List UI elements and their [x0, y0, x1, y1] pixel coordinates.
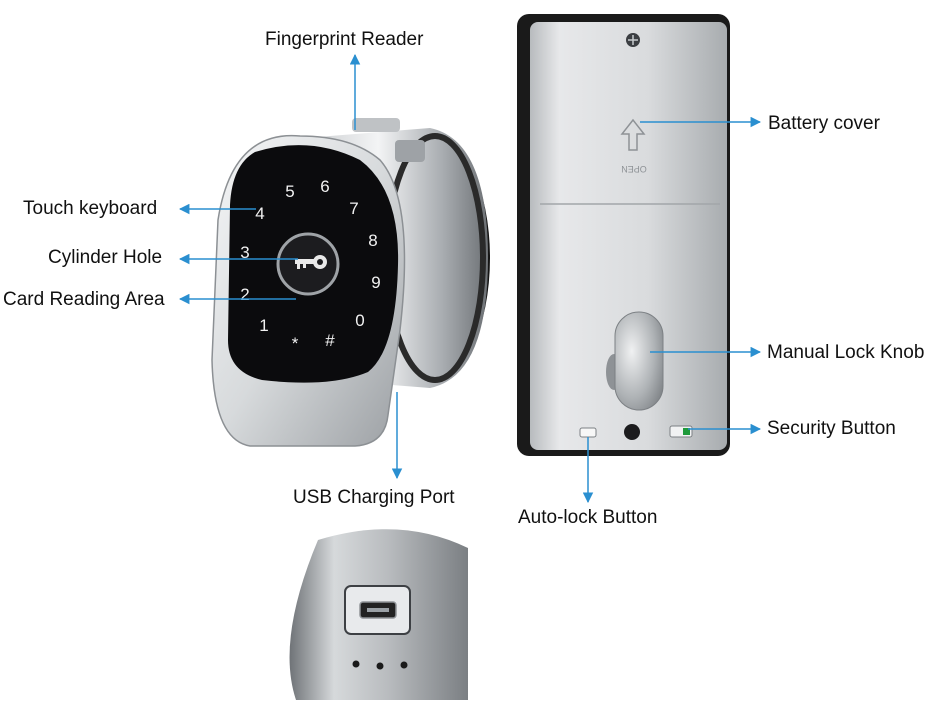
key-8[interactable]: 8 — [368, 231, 377, 250]
label-touch-keyboard: Touch keyboard — [23, 198, 158, 219]
key-hash[interactable]: # — [325, 331, 335, 350]
manual-lock-knob[interactable] — [606, 311, 664, 411]
label-fingerprint-reader: Fingerprint Reader — [265, 29, 424, 50]
label-security-button: Security Button — [767, 418, 896, 439]
indicator-dot — [400, 661, 408, 669]
key-icon — [295, 255, 327, 269]
key-2[interactable]: 2 — [240, 285, 249, 304]
key-7[interactable]: 7 — [349, 199, 358, 218]
key-6[interactable]: 6 — [320, 177, 329, 196]
label-cylinder-hole: Cylinder Hole — [48, 247, 163, 268]
cylinder-hole — [276, 232, 340, 296]
usb-port-closeup — [289, 529, 468, 700]
key-0[interactable]: 0 — [355, 311, 364, 330]
label-card-reading-area: Card Reading Area — [3, 289, 165, 310]
indicator-dot — [376, 662, 384, 670]
label-auto-lock-button: Auto-lock Button — [518, 507, 658, 528]
key-3[interactable]: 3 — [240, 243, 249, 262]
back-unit: OPEN — [517, 14, 730, 456]
front-unit: 5 6 4 7 3 8 2 9 1 0 * # — [211, 118, 490, 447]
key-5[interactable]: 5 — [285, 182, 294, 201]
label-battery-cover: Battery cover — [768, 113, 880, 134]
key-1[interactable]: 1 — [259, 316, 268, 335]
key-4[interactable]: 4 — [255, 204, 264, 223]
screw-icon — [626, 33, 640, 47]
open-text: OPEN — [621, 164, 647, 174]
indicator-dot — [352, 660, 360, 668]
key-star[interactable]: * — [292, 334, 299, 353]
label-manual-lock-knob: Manual Lock Knob — [767, 342, 925, 363]
open-arrow-icon — [620, 118, 646, 151]
auto-lock-button[interactable] — [579, 427, 597, 438]
battery-cover[interactable]: OPEN — [620, 118, 647, 174]
key-9[interactable]: 9 — [371, 273, 380, 292]
label-usb-charging-port: USB Charging Port — [293, 487, 455, 508]
keyhole-icon — [624, 424, 640, 440]
pointers — [178, 53, 762, 504]
keypad-keys: 5 6 4 7 3 8 2 9 1 0 * # — [240, 177, 380, 353]
security-button[interactable] — [669, 425, 693, 438]
back-plate — [530, 22, 727, 450]
